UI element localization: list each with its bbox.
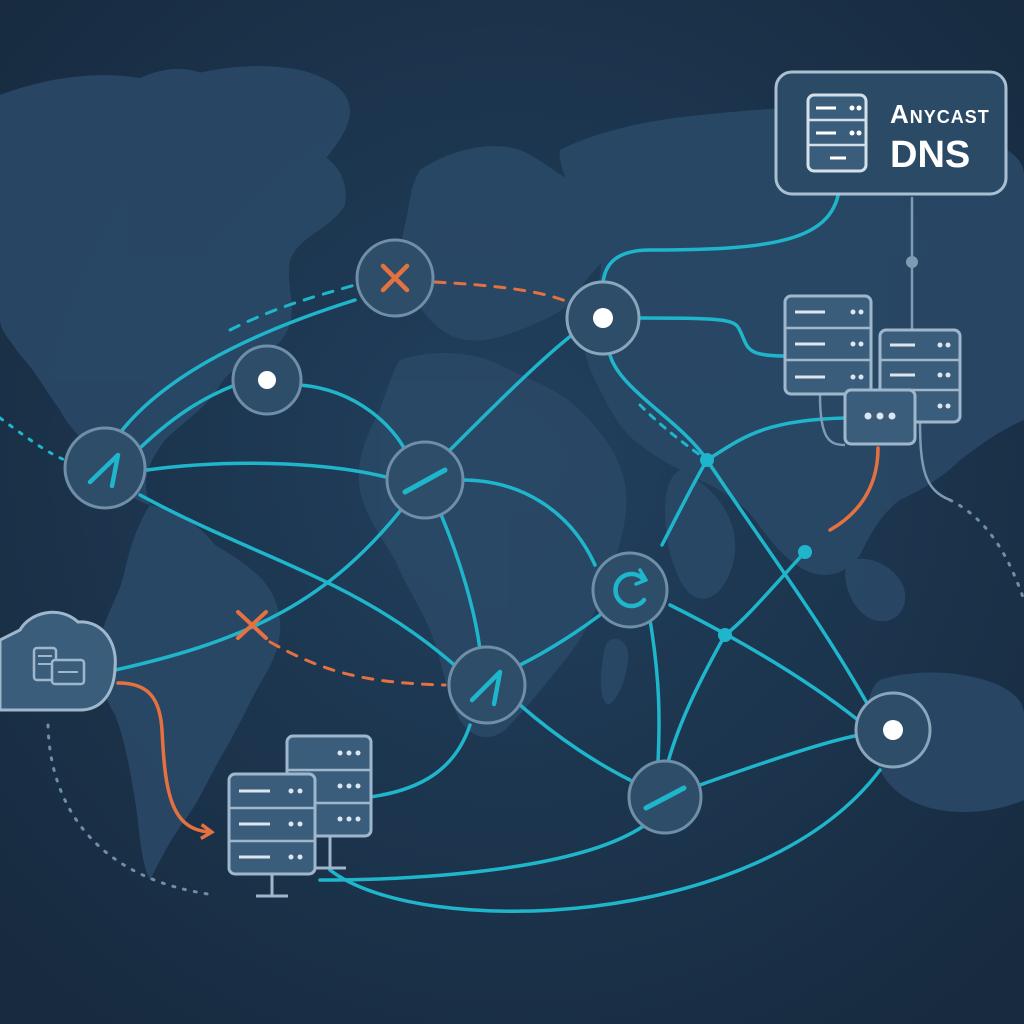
link-junction-mid (723, 550, 807, 637)
server-cluster-asia[interactable] (783, 294, 962, 446)
refresh-node-middle-east[interactable] (591, 551, 669, 629)
link-junction-lower (666, 633, 727, 764)
link-router-lower-to-refresh (518, 613, 602, 667)
failover-links (116, 446, 880, 841)
link-router-lower-to-switch-lower (518, 703, 632, 782)
junction-dot (798, 545, 812, 559)
link-switch-lower-to-node-right (698, 733, 862, 787)
link-switch-to-router-lower (438, 510, 482, 652)
link-router-left-to-node-a (138, 383, 237, 450)
dot-icon (593, 308, 613, 328)
continent-europe (399, 146, 621, 341)
badge-title-line2: DNS (890, 134, 970, 176)
router-node-africa[interactable] (447, 645, 527, 725)
junction-dots (700, 256, 918, 642)
link-switch-to-refresh (460, 478, 597, 567)
continent-south-america (98, 505, 281, 880)
continent-southeast-asia (845, 558, 906, 622)
x-icon (380, 263, 410, 293)
pop-node-north-america[interactable] (231, 344, 303, 416)
arrow-icon (87, 452, 121, 489)
server-rack-icon (806, 93, 868, 173)
failed-x-markers (236, 610, 268, 640)
link-router-left-cross (138, 493, 462, 672)
failover-link-servers-to-lower (828, 446, 880, 532)
server-rack-icon (783, 294, 873, 396)
dashed-link-failed-path-lower (268, 640, 447, 687)
link-refresh-to-node-right (668, 603, 860, 722)
dashed-link-cloud-to-servers (46, 723, 217, 897)
dash-icon (643, 785, 687, 811)
switch-node-europe[interactable] (385, 440, 465, 520)
continent-greenland (149, 66, 350, 233)
link-node-a-to-switch (298, 383, 407, 452)
pop-node-australia[interactable] (854, 691, 932, 769)
continent-japan (968, 324, 1012, 395)
anycast-dns-badge[interactable]: Anycast DNS (774, 70, 1008, 196)
link-node-top-to-junction (608, 353, 709, 462)
refresh-icon (613, 571, 647, 609)
link-bottom-arc-to-node-right (328, 768, 882, 914)
link-switch-lower-to-servers (318, 823, 647, 882)
link-router-left-to-switch (145, 461, 392, 480)
cloud-origin[interactable] (0, 610, 117, 712)
arrow-icon (469, 669, 503, 707)
server-cluster-south-america[interactable] (227, 734, 373, 898)
failed-node[interactable] (355, 238, 435, 318)
dot-icon (258, 371, 276, 389)
link-switch-to-node-top (443, 333, 574, 457)
link-servers-right-down (918, 419, 951, 502)
link-refresh-to-switch-lower (648, 618, 661, 764)
x-icon (236, 610, 268, 640)
link-cloud-to-switch (113, 503, 407, 672)
dot-icon (883, 720, 903, 740)
link-badge-to-node-top (601, 176, 842, 284)
server-rack-icon (227, 772, 317, 898)
continent-madagascar (600, 638, 629, 705)
link-refresh-to-junction (660, 458, 709, 547)
router-node-west[interactable] (63, 426, 147, 510)
dash-icon (402, 467, 448, 495)
pop-node-top[interactable] (565, 280, 641, 356)
badge-title-line1: Anycast (890, 99, 990, 129)
switch-node-south[interactable] (627, 759, 703, 835)
dashed-link-right-edge (948, 498, 1024, 602)
dashed-link-node-a-to-failed (228, 283, 357, 332)
junction-dot (906, 256, 918, 268)
dashed-links (0, 280, 1024, 897)
junction-dot (718, 628, 732, 642)
link-router-lower-to-servers (368, 723, 472, 799)
dashed-link-node-top-to-junction (638, 403, 709, 462)
link-node-top-to-servers (638, 316, 787, 358)
dashed-link-failed-to-node-top (433, 280, 570, 304)
link-junction-to-node-right (705, 458, 870, 707)
dashed-link-left-edge (0, 416, 72, 464)
link-servers-left-down (818, 394, 846, 447)
failover-link-cloud-to-servers (116, 681, 215, 841)
server-rack-icon (843, 388, 917, 446)
link-junction-to-servers (705, 416, 847, 462)
junction-dot (700, 453, 714, 467)
network-nodes (63, 238, 932, 835)
